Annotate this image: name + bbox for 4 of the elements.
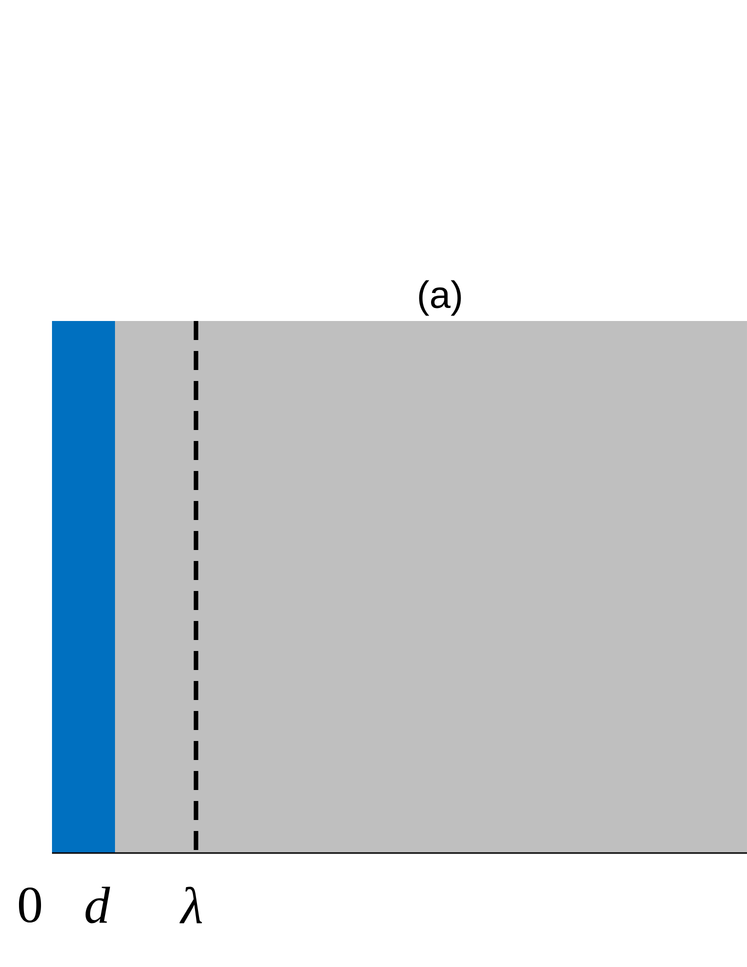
panel-label: (a) <box>419 280 461 316</box>
axis-label: d <box>86 886 110 924</box>
axis-label: λ <box>179 886 202 924</box>
axis-label: 0 <box>18 887 42 923</box>
